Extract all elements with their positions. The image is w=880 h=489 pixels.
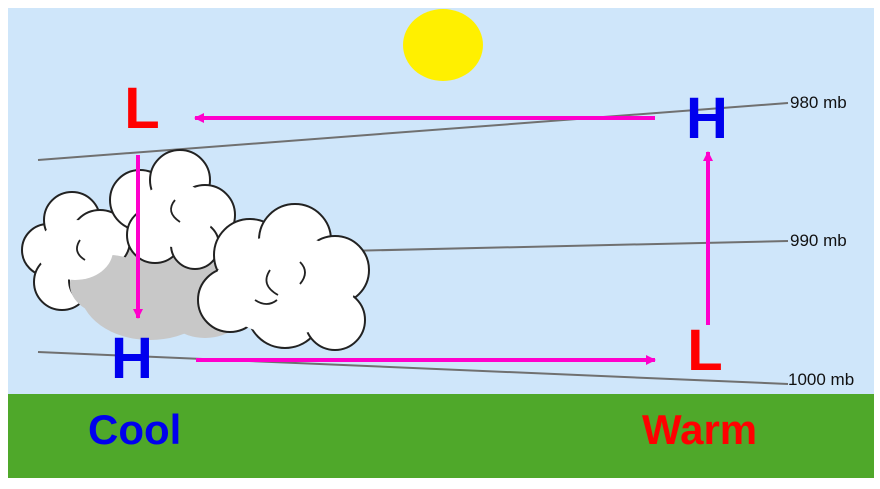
upper-right-high-label: H — [686, 86, 728, 151]
isobar-label-980: 980 mb — [790, 93, 847, 112]
lower-left-high-label: H — [111, 326, 153, 391]
warm-label: Warm — [642, 406, 757, 453]
lower-right-low-label: L — [687, 318, 722, 383]
isobar-label-1000: 1000 mb — [788, 370, 854, 389]
isobar-label-990: 990 mb — [790, 231, 847, 250]
cool-label: Cool — [88, 406, 181, 453]
upper-left-low-label: L — [124, 76, 159, 141]
sun-icon — [403, 9, 483, 81]
